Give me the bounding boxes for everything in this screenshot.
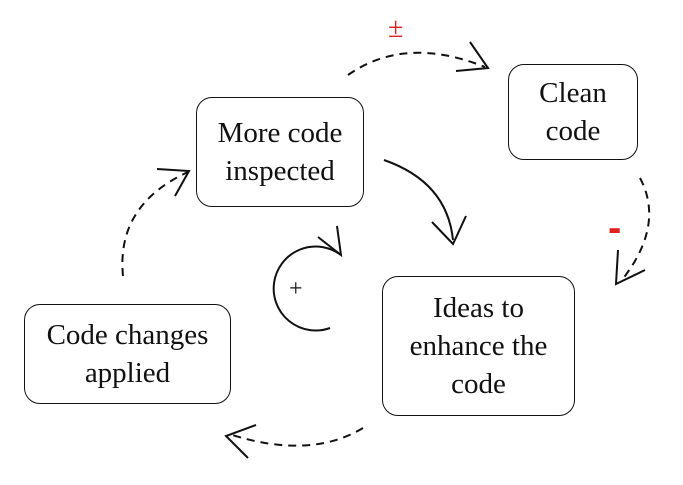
node-ideas-to-enhance-label: Ideas to enhance the code bbox=[409, 292, 548, 400]
loop-circle bbox=[272, 245, 342, 332]
arrow-changes-to-inspected bbox=[121, 171, 189, 277]
arrow-clean-to-ideas bbox=[621, 177, 651, 281]
arrowhead-clean-to-ideas bbox=[614, 249, 646, 286]
loop-polarity-label: + bbox=[289, 276, 303, 302]
node-more-code-inspected: More code inspected bbox=[196, 97, 364, 207]
arrowhead-inspected-to-clean bbox=[455, 41, 490, 72]
loop-arrowhead bbox=[317, 225, 343, 258]
arrow-inspected-to-clean bbox=[347, 51, 486, 76]
node-code-changes-applied-label: Code changes applied bbox=[46, 319, 209, 389]
arrow-ideas-to-changes bbox=[228, 427, 364, 447]
node-code-changes-applied: Code changes applied bbox=[24, 304, 231, 404]
edge-label-plus-minus: ± bbox=[388, 13, 404, 44]
arrow-inspected-to-ideas bbox=[383, 159, 454, 241]
node-clean-code: Clean code bbox=[508, 64, 638, 160]
arrowhead-changes-to-inspected bbox=[156, 168, 191, 197]
node-more-code-inspected-label: More code inspected bbox=[217, 117, 343, 187]
edge-label-minus: - bbox=[608, 206, 622, 250]
arrowhead-inspected-to-ideas bbox=[431, 215, 467, 246]
node-ideas-to-enhance: Ideas to enhance the code bbox=[382, 276, 575, 416]
arrowhead-ideas-to-changes bbox=[224, 424, 257, 459]
node-clean-code-label: Clean code bbox=[539, 77, 607, 147]
